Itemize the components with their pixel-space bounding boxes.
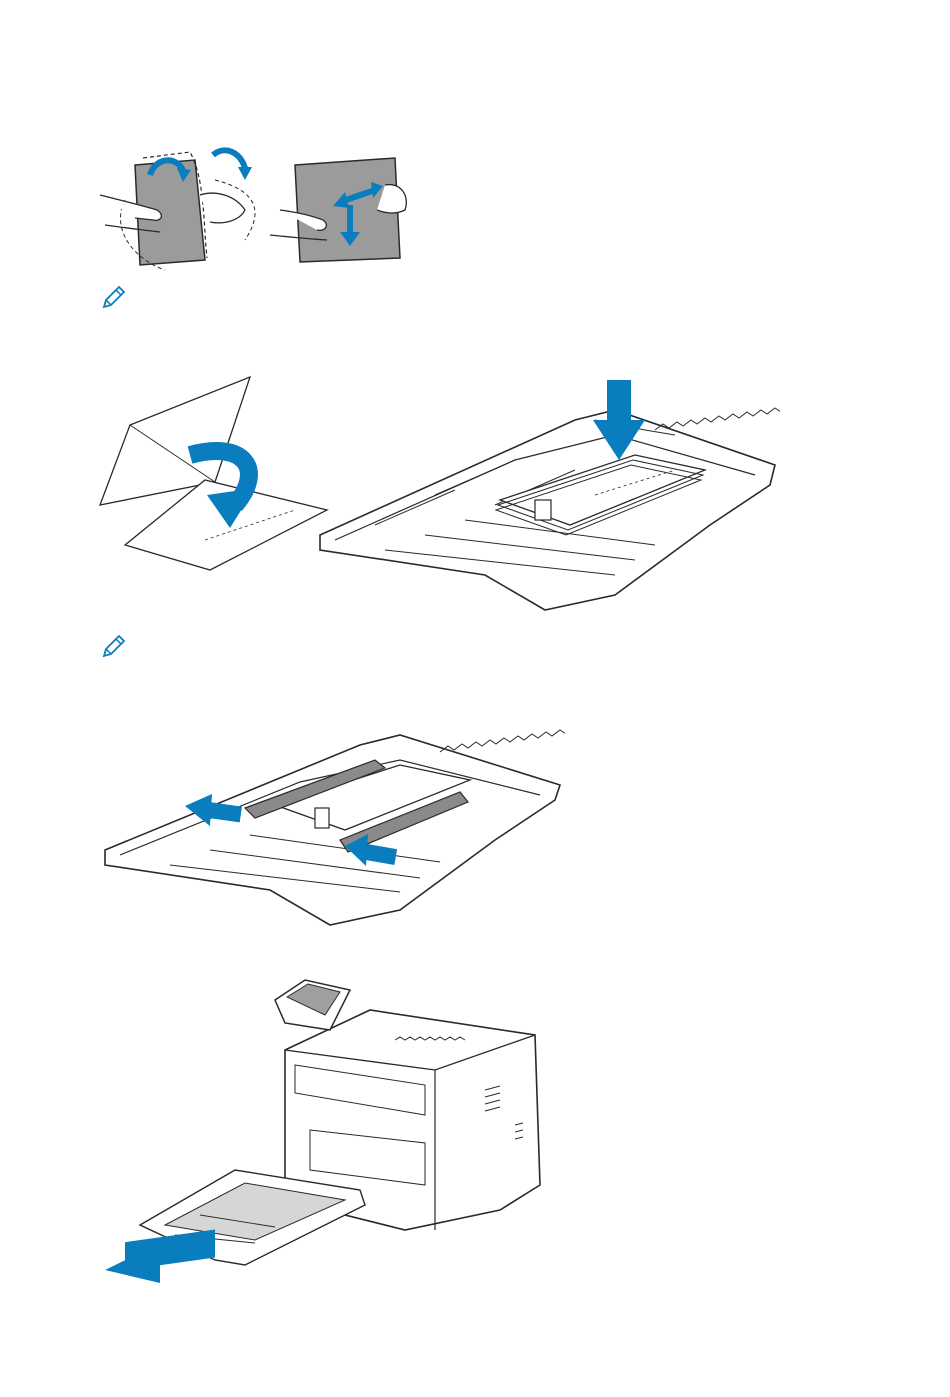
printer-insert-illustration bbox=[105, 975, 550, 1290]
pencil-note-icon bbox=[100, 283, 128, 311]
guides-adjust-illustration bbox=[100, 720, 565, 930]
tray-load-illustration bbox=[315, 375, 780, 615]
fan-paper-illustration bbox=[95, 140, 415, 275]
pencil-note-icon bbox=[100, 632, 128, 660]
envelope-flap-illustration bbox=[95, 370, 335, 575]
